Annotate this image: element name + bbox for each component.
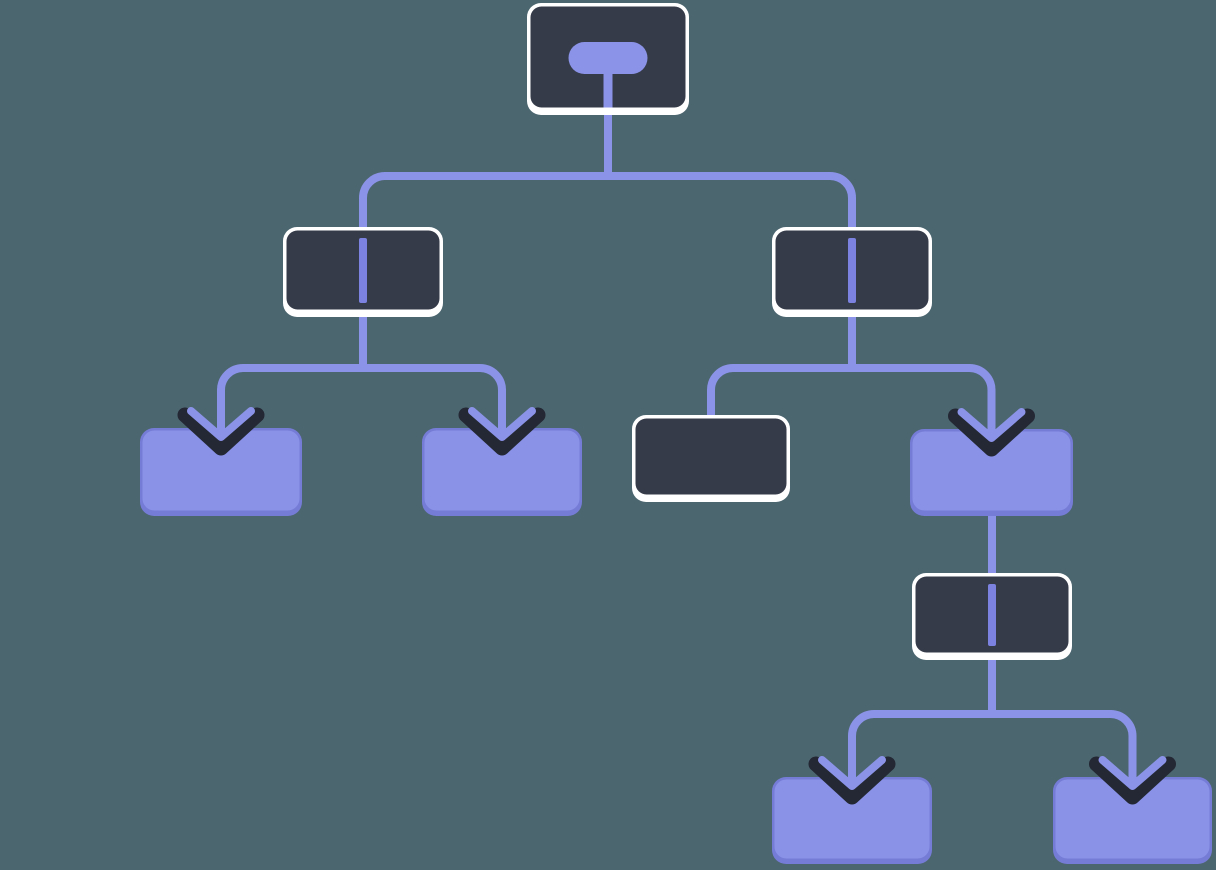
edge-rail-right — [707, 364, 996, 436]
arrow-down-icon — [1089, 735, 1176, 805]
pass-through-line-icon — [359, 238, 367, 303]
arrow-head-purple — [1098, 756, 1167, 790]
root-pill — [568, 42, 648, 74]
branch-node-right[interactable] — [772, 227, 932, 317]
bottom-leaf-node-2[interactable] — [1053, 777, 1212, 864]
branch-node-left[interactable] — [283, 227, 443, 317]
bottom-leaf-node-1[interactable] — [772, 777, 932, 864]
edge-rail-left — [217, 364, 506, 436]
arrow-chevron-dark — [458, 407, 546, 456]
arrows-layer — [177, 386, 1176, 805]
edge-rail-top — [359, 172, 856, 232]
nodes-layer — [140, 3, 1212, 864]
leaf-node-1[interactable] — [140, 428, 302, 516]
pass-through-line-icon — [848, 238, 856, 303]
node-body — [912, 431, 1071, 511]
root-node[interactable] — [527, 3, 689, 115]
node-body — [424, 430, 580, 511]
arrow-chevron-dark — [808, 756, 896, 805]
node-body — [142, 430, 300, 511]
arrow-chevron-dark — [1089, 756, 1176, 805]
arrow-down-icon — [177, 386, 265, 456]
arrow-head-purple — [957, 408, 1026, 442]
arrow-head-purple — [468, 407, 536, 441]
arrow-head-purple — [187, 407, 255, 441]
leaf-node-2[interactable] — [422, 428, 582, 516]
root-stem — [603, 58, 613, 108]
arrow-chevron-dark — [177, 407, 265, 456]
arrow-down-icon — [948, 387, 1035, 457]
node-body — [635, 418, 787, 495]
root-connector-icon — [568, 42, 648, 108]
arrow-chevron-dark — [948, 408, 1035, 457]
arrow-head-purple — [818, 756, 886, 790]
pass-through-line-icon — [988, 584, 996, 646]
mid-purple-node[interactable] — [910, 429, 1073, 516]
edges-layer — [217, 108, 1137, 784]
dark-leaf-node[interactable] — [632, 415, 790, 502]
branch-node-bottom[interactable] — [912, 573, 1072, 660]
arrow-down-icon — [458, 386, 546, 456]
arrow-down-icon — [808, 735, 896, 805]
node-body — [1055, 779, 1210, 859]
node-body — [774, 779, 930, 859]
edge-rail-bottom — [848, 710, 1137, 784]
